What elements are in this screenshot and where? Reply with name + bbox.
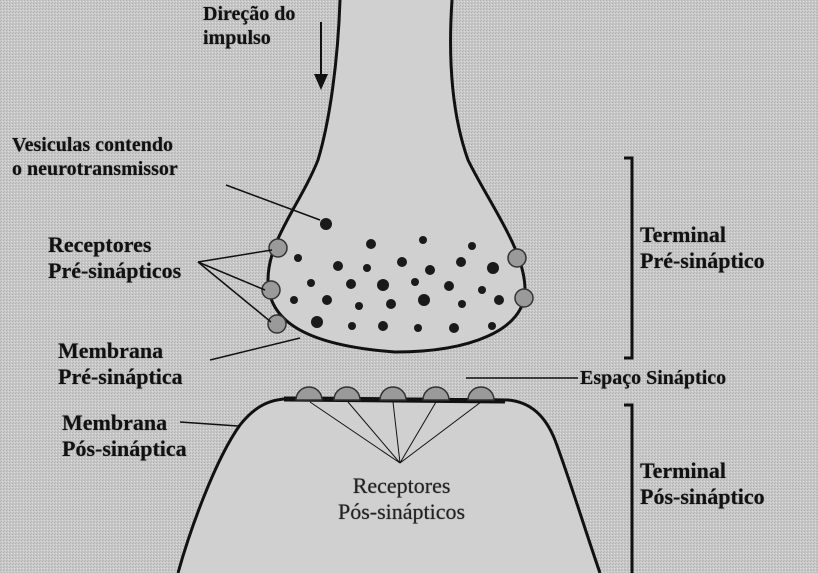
vesicle [478,286,486,294]
vesicles-label: Vesiculas contendo o neurotransmissor [12,133,178,181]
postsynaptic-membrane-label: Membrana Pós-sináptica [62,410,187,463]
vesicle [487,262,499,274]
vesicle [456,257,466,267]
vesicle [414,324,422,332]
vesicle [425,265,435,275]
vesicle [320,218,332,230]
vesicle [419,236,427,244]
vesicle [348,322,356,330]
impulse-direction-label: Direção do impulso [203,2,295,50]
presynaptic-receptor [268,315,286,333]
vesicle [458,300,466,308]
presynaptic-receptor [515,289,533,307]
vesicle [366,239,376,249]
vesicle [378,321,388,331]
vesicle [377,279,389,291]
vesicle [294,254,302,262]
presynaptic-receptor [508,249,526,267]
vesicle [363,264,371,272]
presynaptic-receptor [269,239,287,257]
vesicle [311,316,323,328]
vesicle [355,302,363,310]
synaptic-space-label: Espaço Sináptico [580,366,726,390]
postsynaptic-receptors-label: Receptores Pós-sinápticos [338,473,465,526]
vesicle [322,295,332,305]
vesicle [449,323,459,333]
vesicle [468,242,476,250]
vesicle [346,279,356,289]
vesicle [386,299,396,309]
vesicle [488,322,496,330]
vesicle [307,279,315,287]
presynaptic-terminal-label: Terminal Pré-sináptico [640,222,765,275]
vesicle [494,295,504,305]
vesicle [397,257,407,267]
vesicle [411,278,419,286]
presynaptic-membrane-label: Membrana Pré-sináptica [58,338,183,391]
vesicle [333,261,343,271]
presynaptic-receptors-label: Receptores Pré-sinápticos [48,232,181,285]
vesicle [290,296,298,304]
vesicle [444,281,454,291]
vesicle [418,294,430,306]
postsynaptic-terminal-label: Terminal Pós-sináptico [640,458,765,511]
